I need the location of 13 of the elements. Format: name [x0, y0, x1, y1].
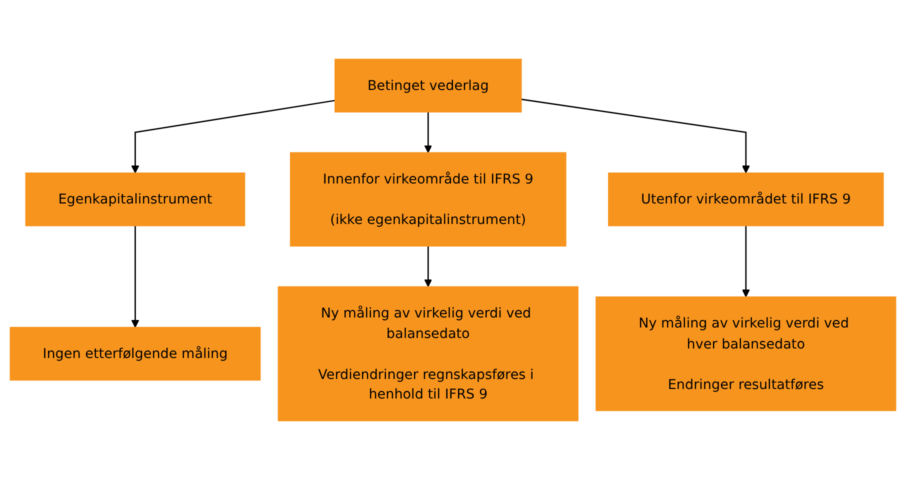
arrow: [131, 100, 336, 174]
node-box: Egenkapitalinstrument: [25, 172, 246, 226]
arrow: [742, 226, 750, 298]
node-box: Ny måling av virkelig verdi ved hver balansedato Endringer resultatføres: [596, 296, 896, 412]
node-box: Ny måling av virkelig verdi ved balansedato Verdiendringer regnskapsføres i henhold til IFRS 9: [278, 286, 578, 422]
node-box: Ingen etterfølgende måling: [10, 326, 261, 381]
node-box: Betinget vederlag: [334, 58, 522, 112]
arrow: [131, 226, 140, 328]
node-box: Innenfor virkeområde til IFRS 9 (ikke egenkapitalinstrument): [290, 152, 566, 247]
arrow: [424, 112, 432, 154]
arrow: [521, 98, 750, 174]
arrow: [424, 246, 432, 288]
node-box: Utenfor virkeområdet til IFRS 9: [608, 172, 884, 226]
